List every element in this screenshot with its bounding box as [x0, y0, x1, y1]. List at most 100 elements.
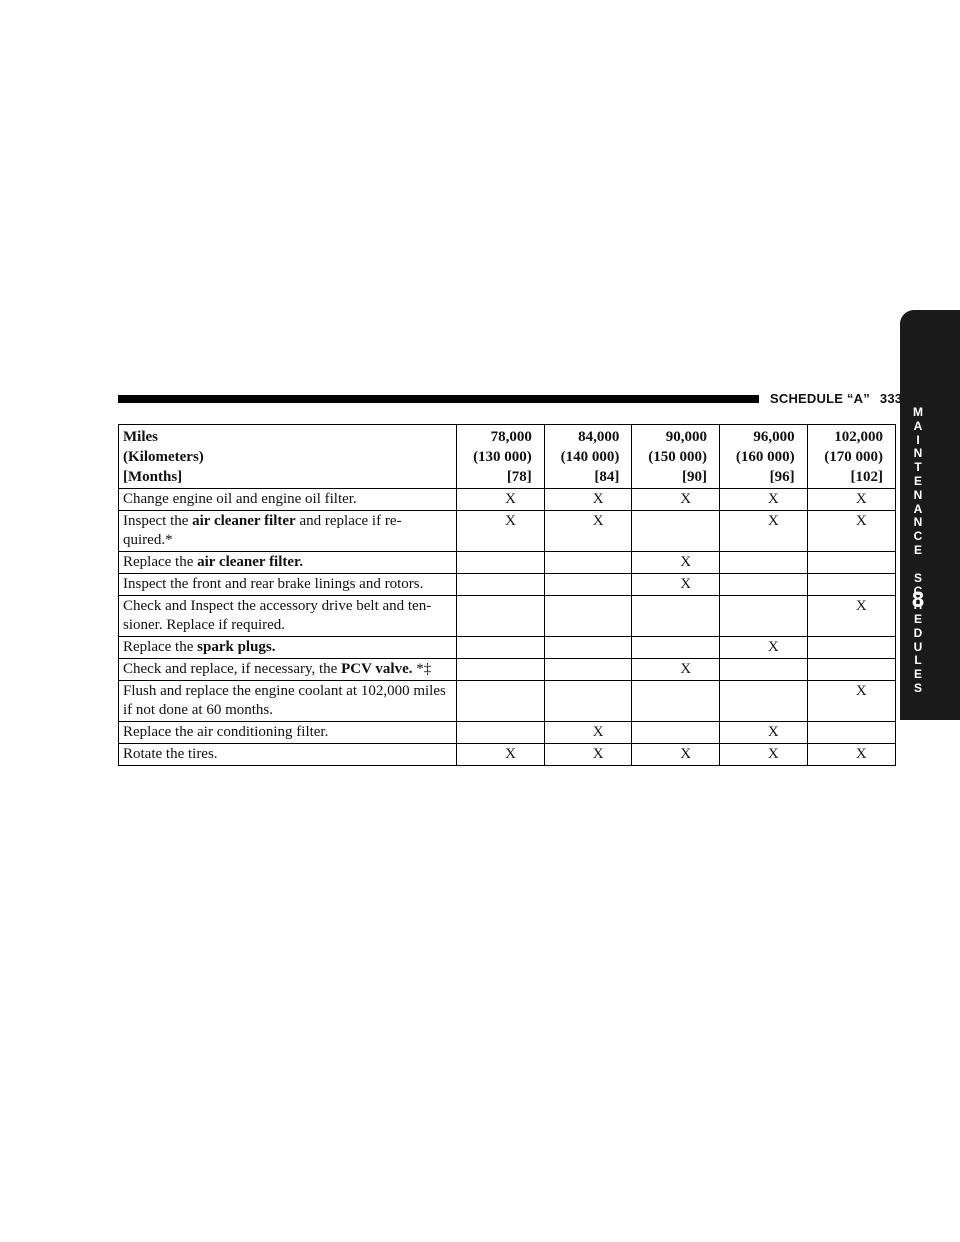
side-tab-label: M A I N T E N A N C E S C H E D U L E S [900, 405, 936, 696]
side-tab-letter: N [913, 487, 923, 502]
side-tab-letter: N [913, 515, 923, 530]
column-months: [84] [594, 469, 620, 485]
side-tab-letter: A [913, 501, 923, 516]
side-tab-letter: E [913, 667, 922, 682]
service-mark [456, 680, 545, 722]
service-mark [719, 551, 808, 574]
service-mark [719, 595, 808, 637]
table-row: Replace the air cleaner filter. X [117, 551, 897, 574]
service-mark [543, 658, 633, 681]
service-mark: X [806, 595, 897, 637]
service-mark [631, 595, 720, 637]
side-tab-letter: S [913, 680, 922, 695]
service-mark: X [719, 721, 808, 744]
side-tab-letter: E [913, 473, 922, 488]
service-mark [456, 636, 545, 659]
column-kilometers: (140 000) [560, 449, 620, 465]
table-header-row: Miles (Kilometers) [Months] 78,000 (130 … [117, 424, 897, 489]
service-mark: X [806, 510, 897, 552]
service-mark [719, 658, 808, 681]
section-title: SCHEDULE “A” [770, 391, 870, 406]
column-months: [96] [769, 469, 795, 485]
service-mark [806, 721, 897, 744]
service-mark: X [456, 510, 545, 552]
service-mark: X [719, 743, 808, 766]
service-mark: X [631, 658, 720, 681]
side-tab-letter: L [914, 653, 922, 668]
side-tab-letter: C [913, 584, 923, 599]
months-label: [Months] [123, 469, 183, 485]
service-item: Rotate the tires. [117, 743, 458, 766]
maintenance-schedule-table: Miles (Kilometers) [Months] 78,000 (130 … [117, 424, 897, 766]
side-tab-letter: I [916, 432, 920, 447]
service-mark: X [719, 510, 808, 552]
service-item: Replace the air conditioning filter. [117, 721, 458, 744]
interval-column: 96,000 (160 000) [96] [719, 424, 808, 489]
side-tab-letter: C [913, 529, 923, 544]
side-tab-letter: D [913, 625, 923, 640]
service-mark [719, 573, 808, 596]
service-mark: X [806, 743, 897, 766]
service-mark [631, 636, 720, 659]
interval-column: 78,000 (130 000) [78] [456, 424, 545, 489]
service-mark: X [543, 488, 633, 511]
service-mark: X [631, 551, 720, 574]
service-mark: X [631, 573, 720, 596]
column-miles: 96,000 [753, 429, 795, 445]
service-mark [543, 573, 633, 596]
interval-column: 90,000 (150 000) [90] [631, 424, 720, 489]
column-months: [90] [682, 469, 707, 485]
table-row: Replace the spark plugs. X [117, 636, 897, 659]
service-mark [806, 573, 897, 596]
side-tab-letter: E [913, 542, 922, 557]
service-item: Inspect the front and rear brake linings… [117, 573, 458, 596]
chapter-side-tab: M A I N T E N A N C E S C H E D U L E S … [900, 310, 960, 720]
service-mark [631, 721, 720, 744]
service-mark: X [543, 721, 633, 744]
service-mark [456, 573, 545, 596]
side-tab-letter: S [913, 570, 922, 585]
table-row: Check and replace, if necessary, the PCV… [117, 658, 897, 681]
service-mark [543, 680, 633, 722]
service-item: Change engine oil and engine oil filter. [117, 488, 458, 511]
column-months: [102] [850, 469, 884, 485]
page-number: 333 [879, 391, 903, 406]
interval-column: 84,000 (140 000) [84] [543, 424, 633, 489]
table-row: Inspect the air cleaner filter and repla… [117, 510, 897, 552]
service-item: Replace the spark plugs. [117, 636, 458, 659]
chapter-number: 8 [911, 587, 925, 612]
service-mark: X [719, 488, 808, 511]
side-tab-letter: A [913, 418, 923, 433]
column-miles: 78,000 [490, 429, 532, 445]
service-mark: X [543, 743, 633, 766]
service-item: Replace the air cleaner filter. [117, 551, 458, 574]
column-miles: 84,000 [578, 429, 620, 445]
side-tab-letter: U [913, 639, 923, 654]
header-rule [118, 395, 759, 403]
column-kilometers: (160 000) [735, 449, 795, 465]
service-mark: X [543, 510, 633, 552]
service-mark [456, 658, 545, 681]
service-item: Inspect the air cleaner filter and repla… [117, 510, 458, 552]
service-mark [543, 636, 633, 659]
service-mark: X [631, 488, 720, 511]
service-mark [631, 510, 720, 552]
service-mark [719, 680, 808, 722]
side-tab-letter: E [913, 611, 922, 626]
column-miles: 102,000 [834, 429, 883, 445]
service-mark [806, 636, 897, 659]
table-row: Inspect the front and rear brake linings… [117, 573, 897, 596]
table-row: Change engine oil and engine oil filter.… [117, 488, 897, 511]
service-mark: X [719, 636, 808, 659]
service-mark [543, 595, 633, 637]
side-tab-letter: M [913, 405, 923, 419]
side-tab-letter [900, 558, 936, 572]
table-row: Flush and replace the engine coolant at … [117, 680, 897, 722]
service-mark [631, 680, 720, 722]
side-tab-letter: N [913, 446, 923, 461]
service-mark: X [456, 743, 545, 766]
service-item: Flush and replace the engine coolant at … [117, 680, 458, 722]
column-kilometers: (170 000) [824, 449, 883, 465]
service-mark: X [806, 488, 897, 511]
column-kilometers: (150 000) [648, 449, 707, 465]
